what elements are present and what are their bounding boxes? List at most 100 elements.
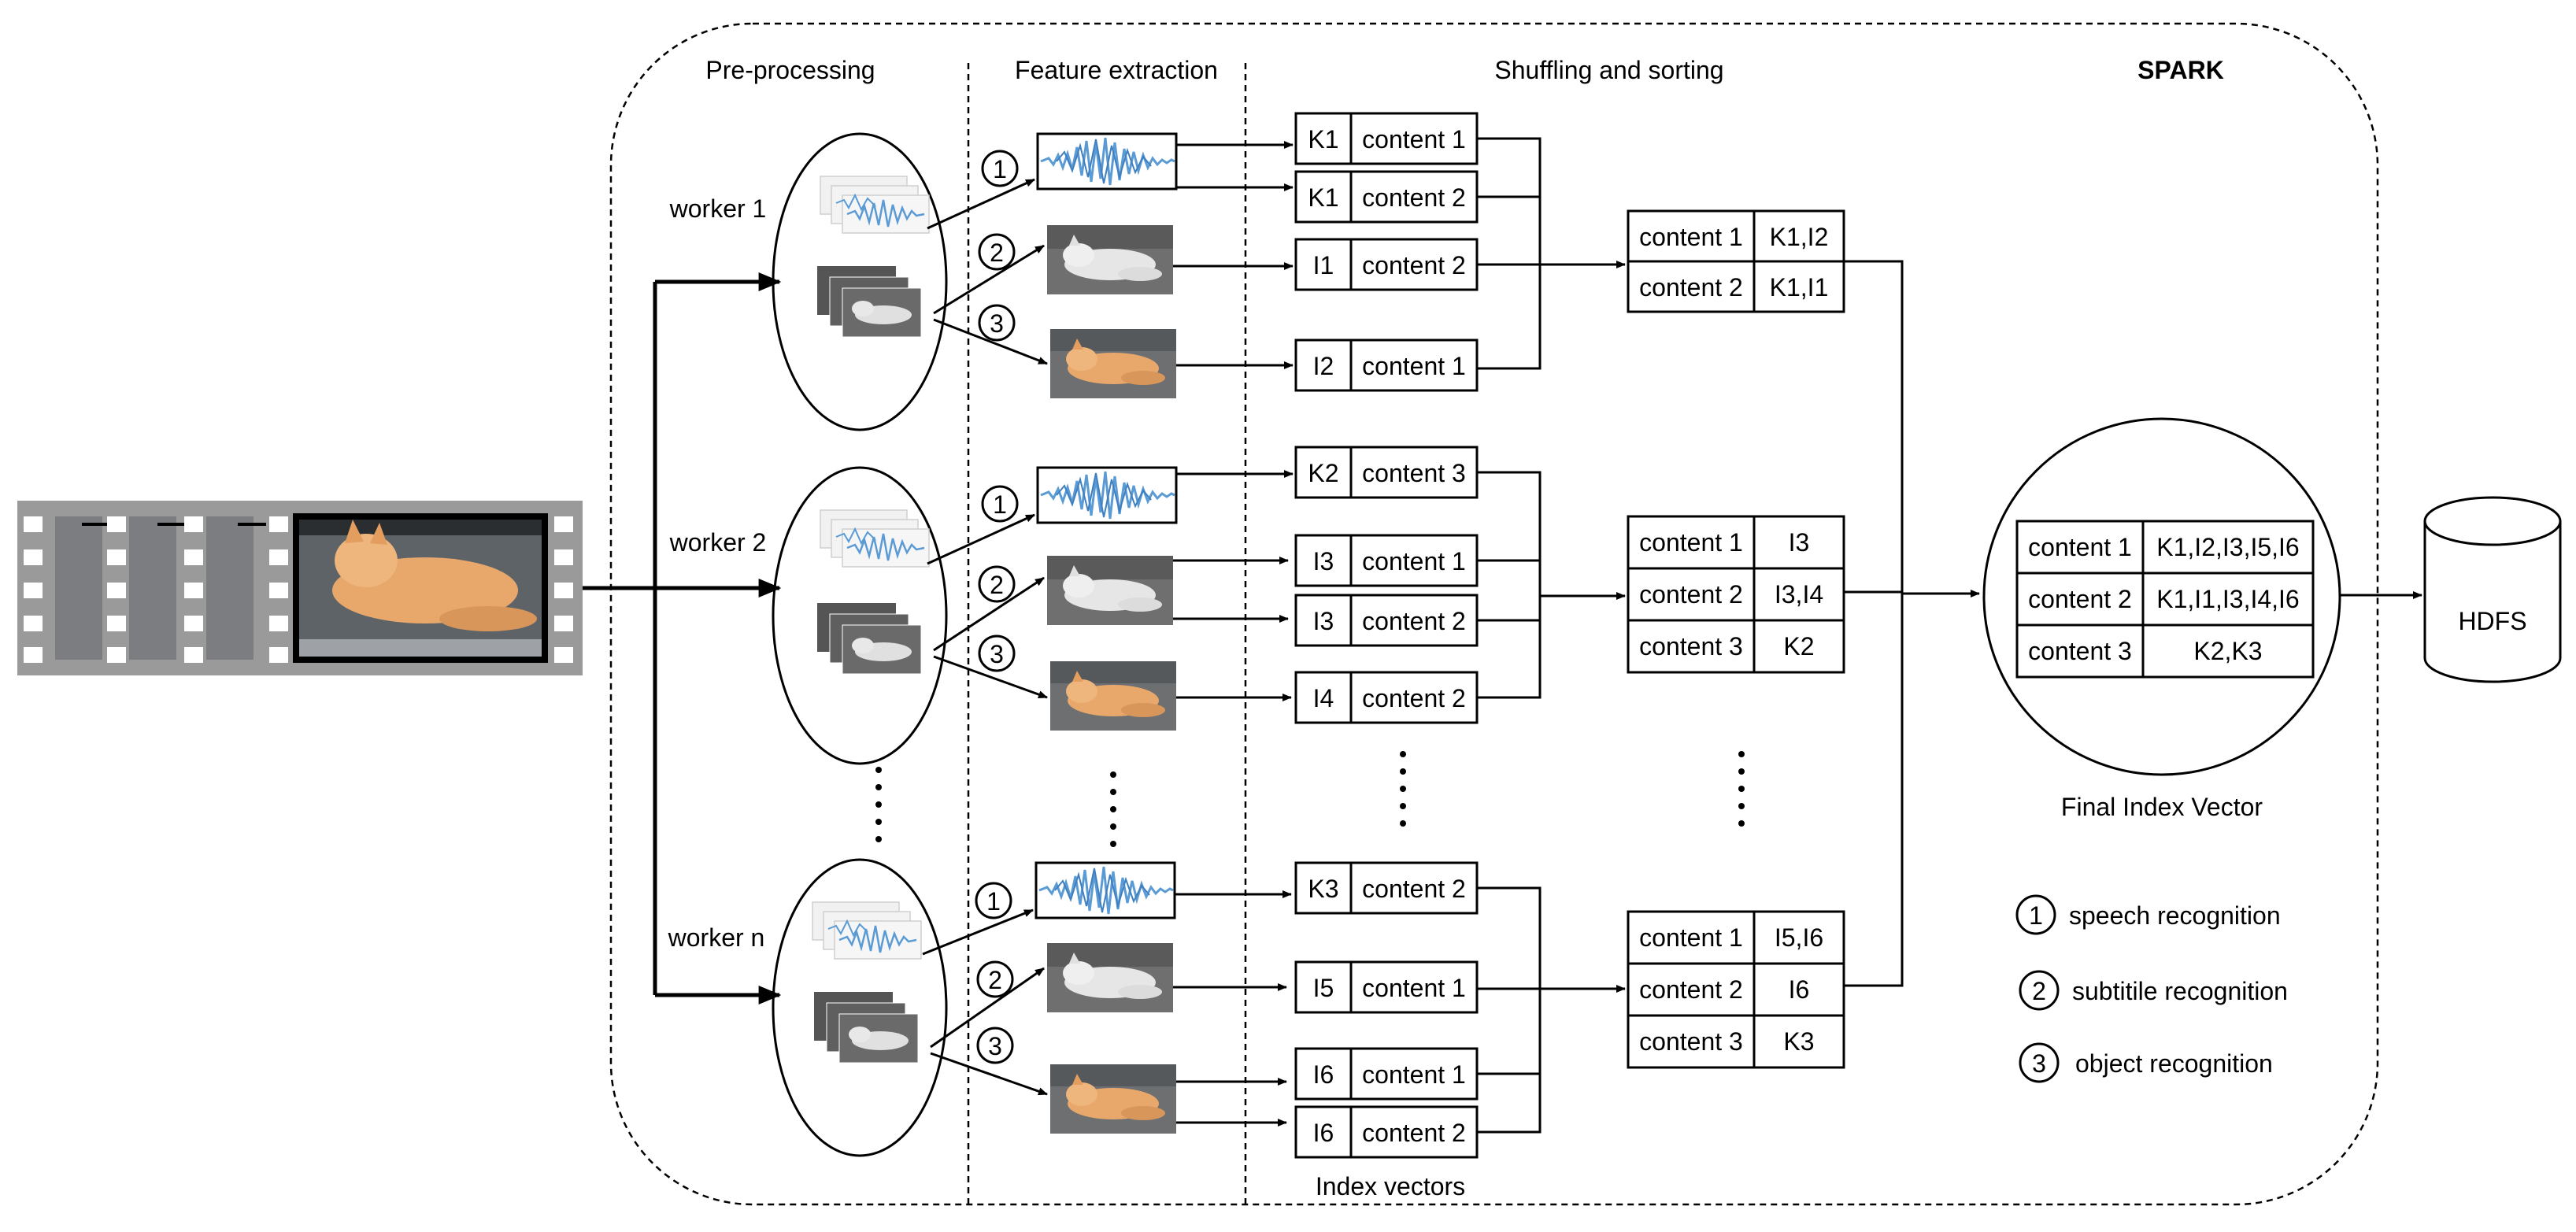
step-marker: 3 [988, 1032, 1002, 1060]
worker-label: worker 1 [669, 194, 767, 223]
worker-node [772, 858, 948, 1157]
distribution-arrows [583, 272, 782, 1004]
hdfs-database-icon: HDFS [2423, 496, 2562, 683]
subtitle-feature [1047, 556, 1173, 625]
step-marker: 2 [990, 571, 1004, 599]
sorted-content: content 1 [1639, 528, 1743, 557]
index-key: I6 [1313, 1060, 1334, 1089]
index-content: content 1 [1362, 352, 1466, 380]
final-content: content 3 [2028, 637, 2132, 665]
worker-1: worker 1 [669, 132, 948, 431]
index-ellipsis [1400, 751, 1406, 827]
index-content: content 2 [1362, 684, 1466, 712]
index-content: content 1 [1362, 547, 1466, 575]
index-vector-group-1: K1 content 1 K1 content 2 I1 content 2 I… [1294, 112, 1479, 392]
legend-num: 2 [2032, 977, 2046, 1005]
features-worker-n: 1 2 3 [922, 861, 1176, 1134]
index-content: content 2 [1362, 875, 1466, 903]
audio-frames-icon [811, 901, 923, 960]
index-vectors-label: Index vectors [1316, 1172, 1465, 1201]
sorted-keys: I3,I4 [1775, 580, 1823, 609]
workers-ellipsis [875, 767, 882, 842]
sorted-content: content 2 [1639, 273, 1743, 302]
index-content: content 1 [1362, 974, 1466, 1002]
step-marker: 1 [993, 490, 1007, 519]
spark-label: SPARK [2137, 56, 2224, 84]
index-key: I3 [1313, 547, 1334, 575]
sorted-content: content 2 [1639, 975, 1743, 1004]
index-key: I1 [1313, 251, 1334, 279]
object-feature [1050, 661, 1176, 731]
stage-shuffling-label: Shuffling and sorting [1494, 56, 1723, 84]
step-marker: 2 [988, 966, 1002, 994]
index-content: content 1 [1362, 125, 1466, 154]
final-keys: K2,K3 [2193, 637, 2262, 665]
sorted-ellipsis [1738, 751, 1745, 827]
final-index-label: Final Index Vector [2061, 793, 2263, 821]
shuffle-connectors [1477, 137, 1626, 1134]
index-vector-group-2: K2 content 3 I3 content 1 I3 content 2 I… [1294, 446, 1479, 724]
index-vector-group-3: K3 content 2 I5 content 1 I6 content 1 I… [1294, 861, 1479, 1159]
worker-node [772, 132, 948, 431]
features-worker-1: 1 2 3 [927, 132, 1178, 398]
sorted-keys: I3 [1789, 528, 1810, 557]
final-content: content 1 [2028, 533, 2132, 561]
object-feature [1050, 1064, 1176, 1134]
legend-text: speech recognition [2069, 901, 2281, 930]
object-feature [1050, 329, 1176, 398]
film-frames [55, 513, 548, 663]
sorted-content: content 1 [1639, 223, 1743, 251]
sorted-keys: K2 [1783, 632, 1814, 660]
index-key: K3 [1308, 875, 1338, 903]
sorted-keys: K3 [1783, 1027, 1814, 1056]
feature-to-index-arrows [1173, 141, 1294, 1127]
sorted-keys: I5,I6 [1775, 923, 1823, 952]
index-key: I2 [1313, 352, 1334, 380]
index-key: I5 [1313, 974, 1334, 1002]
legend-text: subtitile recognition [2072, 977, 2288, 1005]
step-marker: 2 [990, 239, 1004, 267]
sorted-table-1: content 1 K1,I2 content 2 K1,I1 [1627, 209, 1845, 313]
legend-num: 1 [2029, 901, 2043, 930]
legend-text: object recognition [2075, 1049, 2273, 1078]
index-key: I3 [1313, 607, 1334, 635]
index-key: K2 [1308, 459, 1338, 487]
video-frames-icon [816, 602, 922, 675]
video-film-strip [17, 501, 583, 675]
index-content: content 2 [1362, 1119, 1466, 1147]
features-ellipsis [1110, 771, 1116, 847]
index-content: content 2 [1362, 607, 1466, 635]
final-keys: K1,I2,I3,I5,I6 [2156, 533, 2299, 561]
step-marker: 3 [990, 640, 1004, 668]
sorted-content: content 3 [1639, 632, 1743, 660]
step-marker: 3 [990, 309, 1004, 338]
legend: 1 speech recognition 2 subtitile recogni… [2015, 894, 2288, 1083]
index-content: content 1 [1362, 1060, 1466, 1089]
video-frames-icon [816, 265, 922, 338]
legend-num: 3 [2032, 1049, 2046, 1078]
features-worker-2: 1 2 3 [927, 466, 1178, 731]
spark-cluster-boundary [609, 22, 2379, 1206]
sorted-content: content 3 [1639, 1027, 1743, 1056]
index-content: content 3 [1362, 459, 1466, 487]
index-key: I4 [1313, 684, 1334, 712]
stage-preprocessing-label: Pre-processing [705, 56, 875, 84]
index-key: K1 [1308, 125, 1338, 154]
hdfs-label: HDFS [2458, 607, 2526, 635]
stage-feature-extraction-label: Feature extraction [1015, 56, 1218, 84]
final-keys: K1,I1,I3,I4,I6 [2156, 585, 2299, 613]
index-content: content 2 [1362, 251, 1466, 279]
merge-connectors [1844, 260, 1980, 987]
sorted-tables: content 1 K1,I2 content 2 K1,I1 content … [1627, 209, 1845, 1069]
index-key: I6 [1313, 1119, 1334, 1147]
sorted-keys: K1,I2 [1770, 223, 1829, 251]
subtitle-feature [1047, 225, 1173, 294]
video-frames-icon [813, 991, 919, 1064]
worker-node [772, 466, 948, 765]
audio-frames-icon [819, 509, 931, 568]
worker-label: worker 2 [669, 528, 767, 557]
sorted-table-2: content 1 I3 content 2 I3,I4 content 3 K… [1627, 515, 1845, 674]
index-content: content 2 [1362, 183, 1466, 212]
film-perforations [24, 516, 573, 663]
